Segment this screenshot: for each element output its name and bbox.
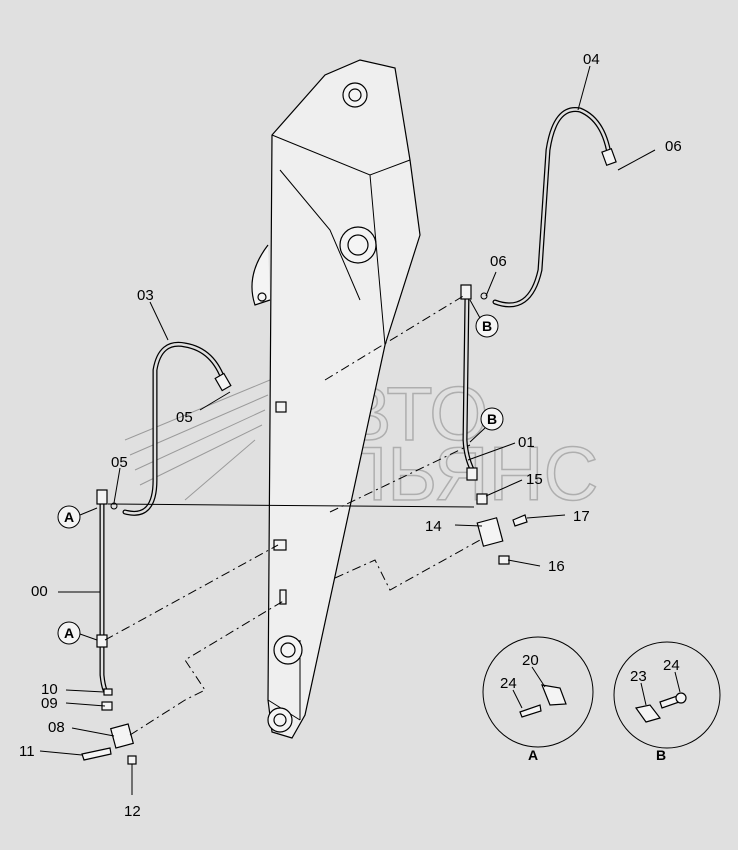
label-14: 14 [425, 518, 442, 535]
label-08: 08 [48, 719, 65, 736]
pipe-01 [460, 284, 488, 481]
leader-lines [39, 65, 656, 795]
hose-03 [122, 341, 232, 516]
clamp-08 [81, 688, 137, 765]
clamp-14 [476, 493, 528, 565]
callout-label: B [482, 318, 492, 334]
label-01: 01 [518, 434, 535, 451]
label-15: 15 [526, 471, 543, 488]
callout-b-top[interactable]: B [469, 299, 499, 338]
label-00: 00 [31, 583, 48, 600]
label-23: 23 [630, 668, 647, 685]
callout-a-top[interactable]: A [57, 505, 98, 529]
label-09: 09 [41, 695, 58, 712]
label-20: 20 [522, 652, 539, 669]
callout-label: B [487, 411, 497, 427]
label-05: 05 [111, 454, 128, 471]
detail-a[interactable]: 20 24 A [482, 636, 594, 763]
detail-b-label: B [656, 747, 666, 763]
part-numbers: 04 06 06 03 05 05 00 01 15 14 17 16 10 0… [19, 51, 682, 820]
callout-label: A [64, 509, 74, 525]
label-12: 12 [124, 803, 141, 820]
label-24: 24 [663, 657, 680, 674]
label-17: 17 [573, 508, 590, 525]
callout-b-bottom[interactable]: B [469, 407, 504, 443]
label-11: 11 [19, 743, 35, 760]
label-06: 06 [665, 138, 682, 155]
boom-arm [251, 59, 421, 739]
pipe-00 [96, 489, 118, 693]
detail-a-label: A [528, 747, 538, 763]
label-04: 04 [583, 51, 600, 68]
watermark-emblem [124, 379, 271, 501]
label-03: 03 [137, 287, 154, 304]
label-16: 16 [548, 558, 565, 575]
hose-04 [492, 107, 617, 308]
label-06: 06 [490, 253, 507, 270]
callout-label: A [64, 625, 74, 641]
label-10: 10 [41, 681, 58, 698]
label-05: 05 [176, 409, 193, 426]
detail-b[interactable]: 23 24 B [613, 641, 721, 763]
callout-a-bottom[interactable]: A [57, 621, 98, 645]
connection-lines [104, 294, 481, 736]
label-24: 24 [500, 675, 517, 692]
